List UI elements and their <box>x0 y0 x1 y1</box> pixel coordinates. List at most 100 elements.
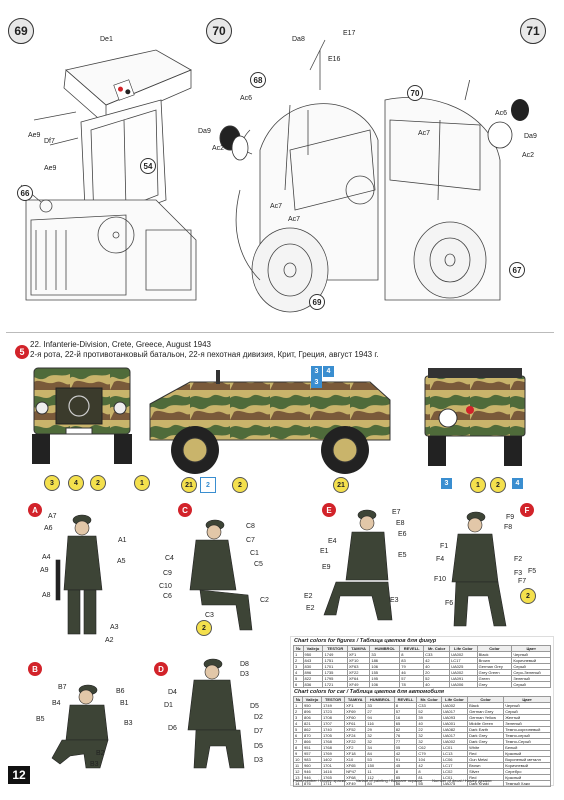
figure-d-label: D5 <box>250 703 259 710</box>
table-cell: 1721 <box>322 681 348 688</box>
figure-a-label: A1 <box>118 537 127 544</box>
figure-b-label: B5 <box>36 716 45 723</box>
table-cell: 84 <box>365 780 395 787</box>
table-header-cell: Mr. Color <box>416 696 442 703</box>
figure-c-label: C6 <box>163 593 172 600</box>
figure-c-label: C7 <box>246 537 255 544</box>
figure-f-label: F7 <box>518 578 527 585</box>
figure-badge-c: C <box>178 503 192 517</box>
figure-a-label: A5 <box>117 558 126 565</box>
part-label-ac2: Ac2 <box>212 145 225 152</box>
figure-f-label: F2 <box>514 556 523 563</box>
part-label-da8: Da8 <box>292 36 305 43</box>
table-header-cell: TAMIYA <box>344 696 367 703</box>
figure-d-label: D5 <box>254 743 263 750</box>
step-69-drawing <box>20 49 197 301</box>
table-cell: Темный Хаки <box>503 780 551 787</box>
step-71-drawing <box>384 80 529 301</box>
figure-f-label: F10 <box>434 576 447 583</box>
scheme-subtitle: 2-я рота, 22-й противотанковый батальон,… <box>30 350 379 359</box>
figure-e-label: E7 <box>392 509 401 516</box>
figure-c-label: C8 <box>246 523 255 530</box>
part-label-ac6: Ac6 <box>495 110 508 117</box>
figure-d-label: D6 <box>168 725 177 732</box>
figure-f-label: F9 <box>506 514 515 521</box>
figures-drawing <box>51 509 507 769</box>
part-label-da9: Da9 <box>524 133 537 140</box>
vehicle-front-callout-4: 4 <box>68 475 84 491</box>
figure-badge-d: D <box>154 662 168 676</box>
figure-b-label: B4 <box>52 700 61 707</box>
table-cell: 14 <box>292 780 304 787</box>
vehicle-front-view <box>32 367 132 464</box>
figure-c-callout-2: 2 <box>196 620 212 636</box>
vehicle-side-decal-3b: 3 <box>311 377 322 388</box>
figure-f-label: F8 <box>504 524 513 531</box>
figure-f-callout-2: 2 <box>520 588 536 604</box>
part-label-ae9-2: Ae9 <box>44 165 57 172</box>
vehicle-side-callout-21b: 21 <box>333 477 349 493</box>
figure-b-label: B3 <box>124 720 133 727</box>
vehicle-rear-view <box>424 368 526 466</box>
figure-c-label: C2 <box>260 597 269 604</box>
scheme-number-badge: 5 <box>15 345 29 359</box>
part-callout-70: 70 <box>407 85 423 101</box>
table-cell: 6 <box>293 681 304 688</box>
part-label-ac7-2: Ac7 <box>288 216 301 223</box>
figure-e-label: E9 <box>322 564 331 571</box>
color-chart-panel: Chart colors for figures / Таблица цвето… <box>290 636 554 787</box>
part-label-ae9: Ae9 <box>28 132 41 139</box>
table-cell: 86 <box>393 780 418 787</box>
vehicle-rear-decal-4: 4 <box>512 478 523 489</box>
table-cell: XF49 <box>346 681 371 688</box>
figure-d-label: D3 <box>240 671 249 678</box>
table-cell: 836 <box>302 681 324 688</box>
part-label-ac6: Ac6 <box>240 95 253 102</box>
part-label-da9: Da9 <box>198 128 211 135</box>
vehicle-rear-callout-2: 2 <box>490 477 506 493</box>
table-cell: UA006 <box>449 681 478 688</box>
figure-c-label: C1 <box>250 550 259 557</box>
figure-d-label: D7 <box>254 728 263 735</box>
chart-figures-title: Chart colors for figures / Таблица цвето… <box>294 638 437 644</box>
figure-a-label: A8 <box>42 592 51 599</box>
figure-e-label: E5 <box>398 552 407 559</box>
step-70-drawing <box>219 39 379 313</box>
figure-e-label: E2 <box>306 605 315 612</box>
figure-c-label: C3 <box>205 612 214 619</box>
figure-badge-e: E <box>322 503 336 517</box>
figure-e-label: E2 <box>304 593 313 600</box>
figure-a-label: A3 <box>110 624 119 631</box>
table-cell: 106 <box>369 681 401 688</box>
vehicle-views <box>32 367 526 474</box>
vehicle-front-callout-2: 2 <box>90 475 106 491</box>
table-cell: Grey <box>476 681 513 688</box>
section-divider <box>6 332 554 333</box>
table-header-cell: HUMBROL <box>365 696 395 703</box>
table-cell: 40 <box>423 681 451 688</box>
figure-b-label: B7 <box>58 684 67 691</box>
part-label-ac7: Ac7 <box>270 203 283 210</box>
figure-b-label: B3 <box>90 761 99 768</box>
vehicle-front-callout-3: 3 <box>44 475 60 491</box>
scheme-title: 22. Infanterie-Division, Crete, Greece, … <box>30 340 211 349</box>
part-label-e16: E16 <box>328 56 341 63</box>
figure-a-label: A2 <box>105 637 114 644</box>
part-callout-68: 68 <box>250 72 266 88</box>
chart-vehicle-title: Chart colors for car / Таблица цветов дл… <box>294 689 444 695</box>
legend-variant: Variant of painting / Вариант окраски <box>355 778 423 783</box>
table-cell: 78 <box>399 681 425 688</box>
figure-b-label: B1 <box>120 700 129 707</box>
figure-badge-f: F <box>520 503 534 517</box>
vehicle-rear-callout-1: 1 <box>470 477 486 493</box>
figure-f-label: F5 <box>528 568 537 575</box>
figure-d-label: D4 <box>168 689 177 696</box>
